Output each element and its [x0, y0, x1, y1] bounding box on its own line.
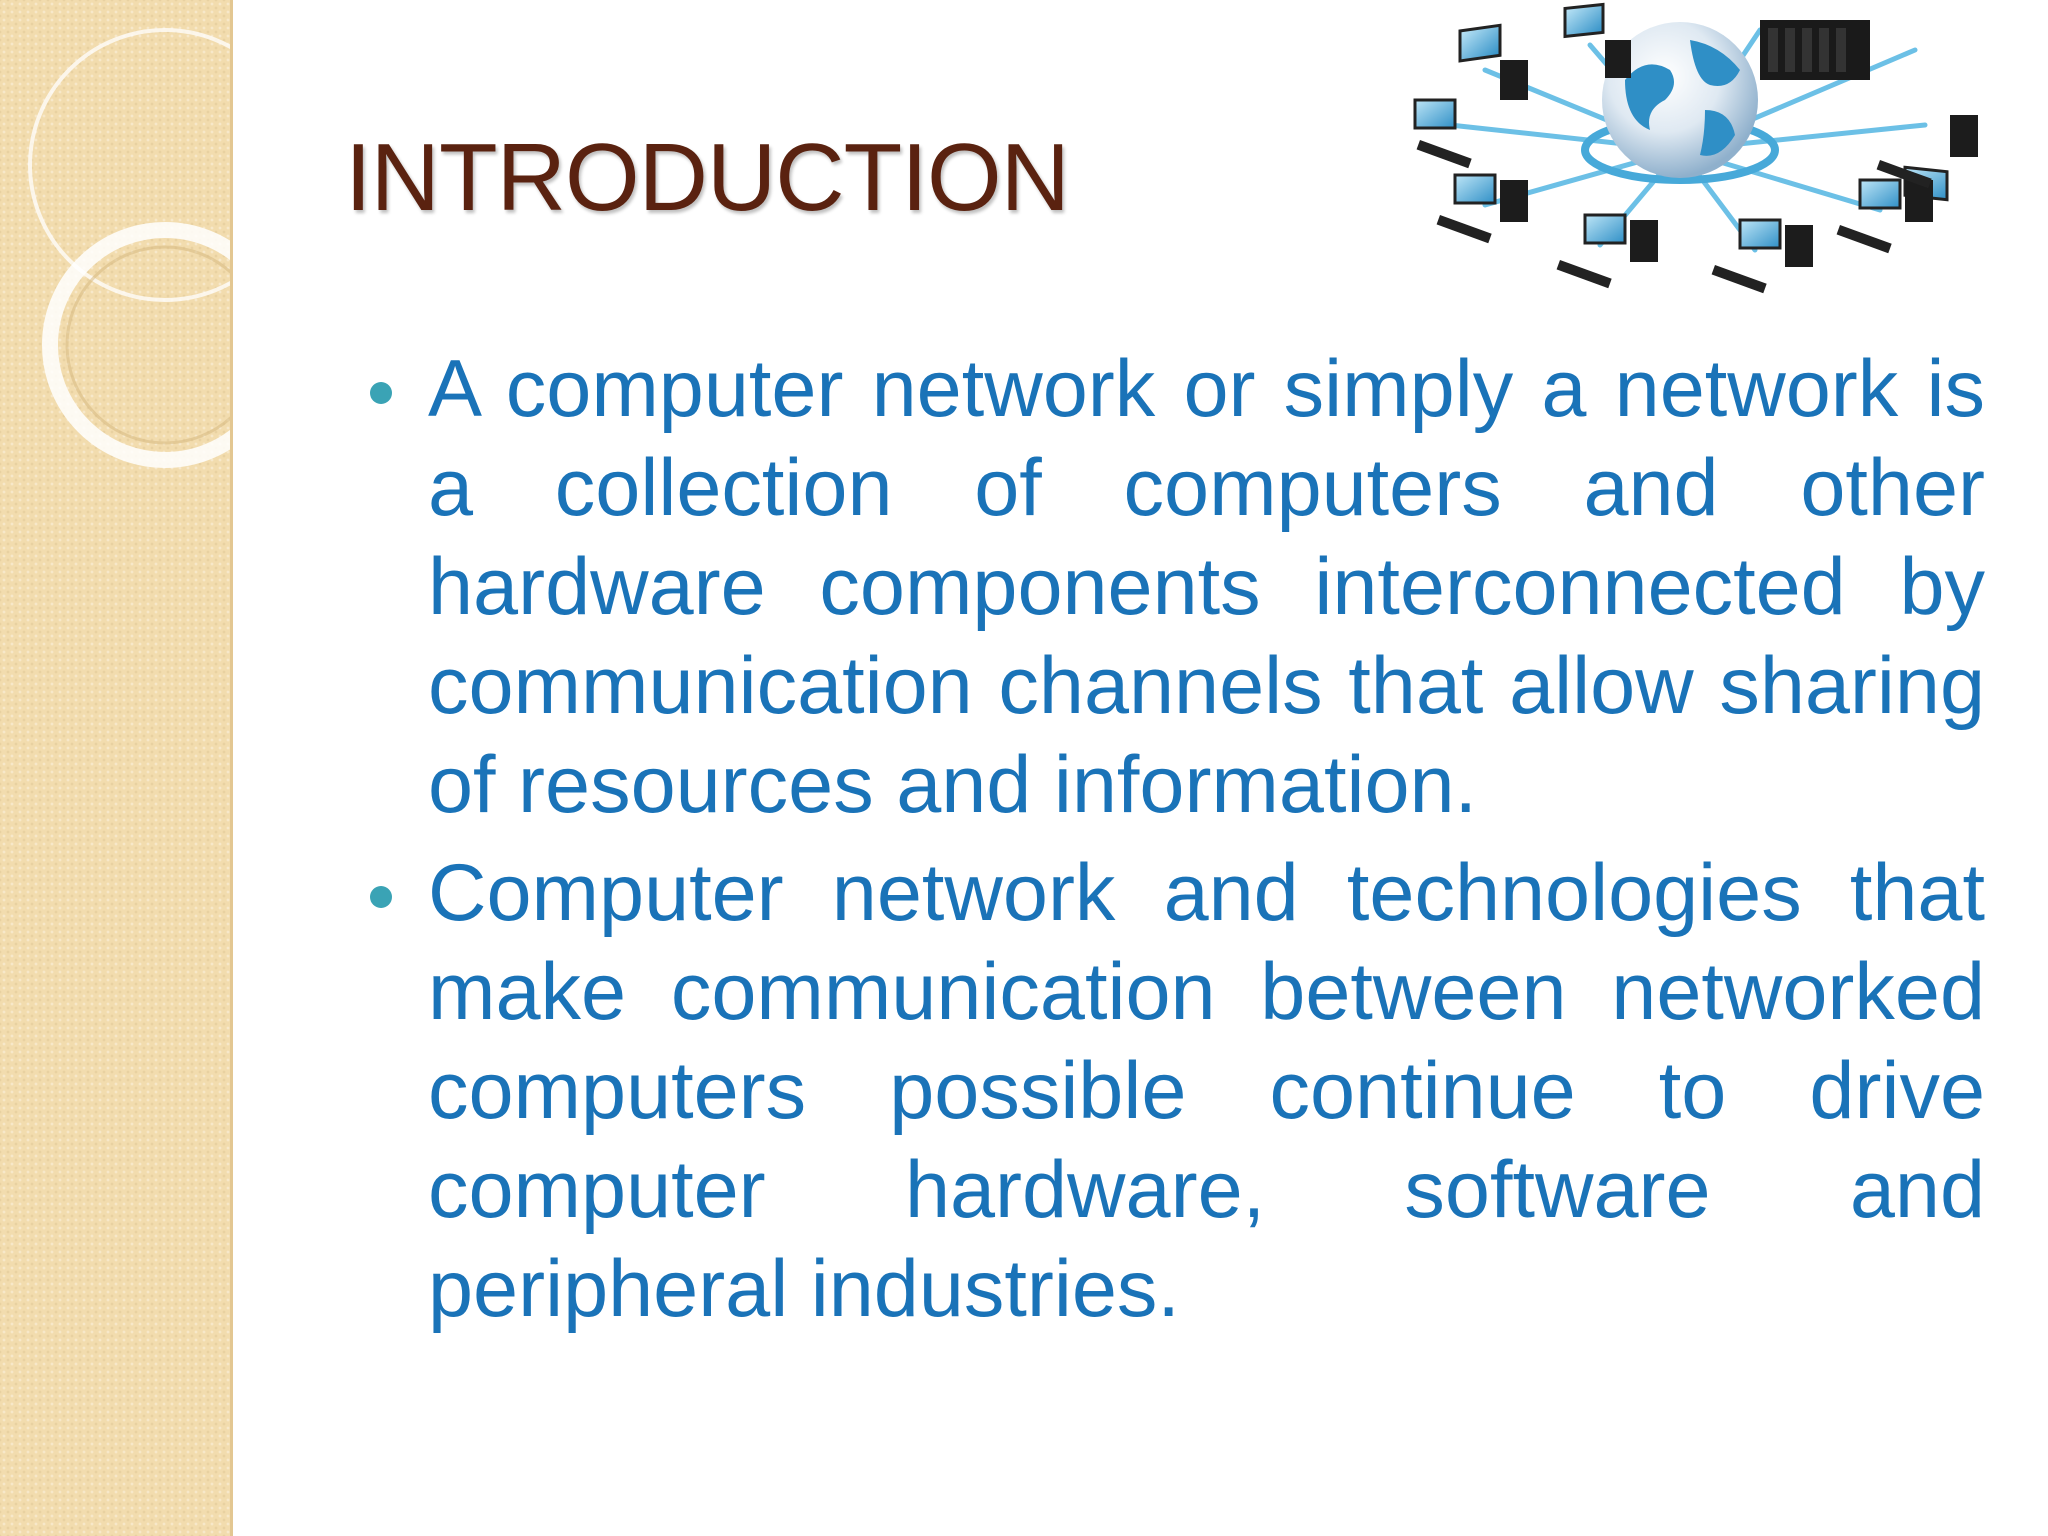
bullet-icon [370, 382, 392, 404]
bullet-item: Computer network and technologies that m… [360, 844, 1985, 1339]
bullet-text: Computer network and technologies that m… [428, 848, 1985, 1334]
decorative-rings-icon [28, 28, 230, 468]
slide-title: INTRODUCTION [345, 124, 1070, 231]
bullet-icon [370, 886, 392, 908]
bullet-item: A computer network or simply a network i… [360, 340, 1985, 835]
computer-network-globe-icon [1360, 0, 2000, 325]
decorative-side-band [0, 0, 233, 1536]
bullet-list: A computer network or simply a network i… [360, 340, 1985, 1339]
bullet-text: A computer network or simply a network i… [428, 344, 1985, 830]
